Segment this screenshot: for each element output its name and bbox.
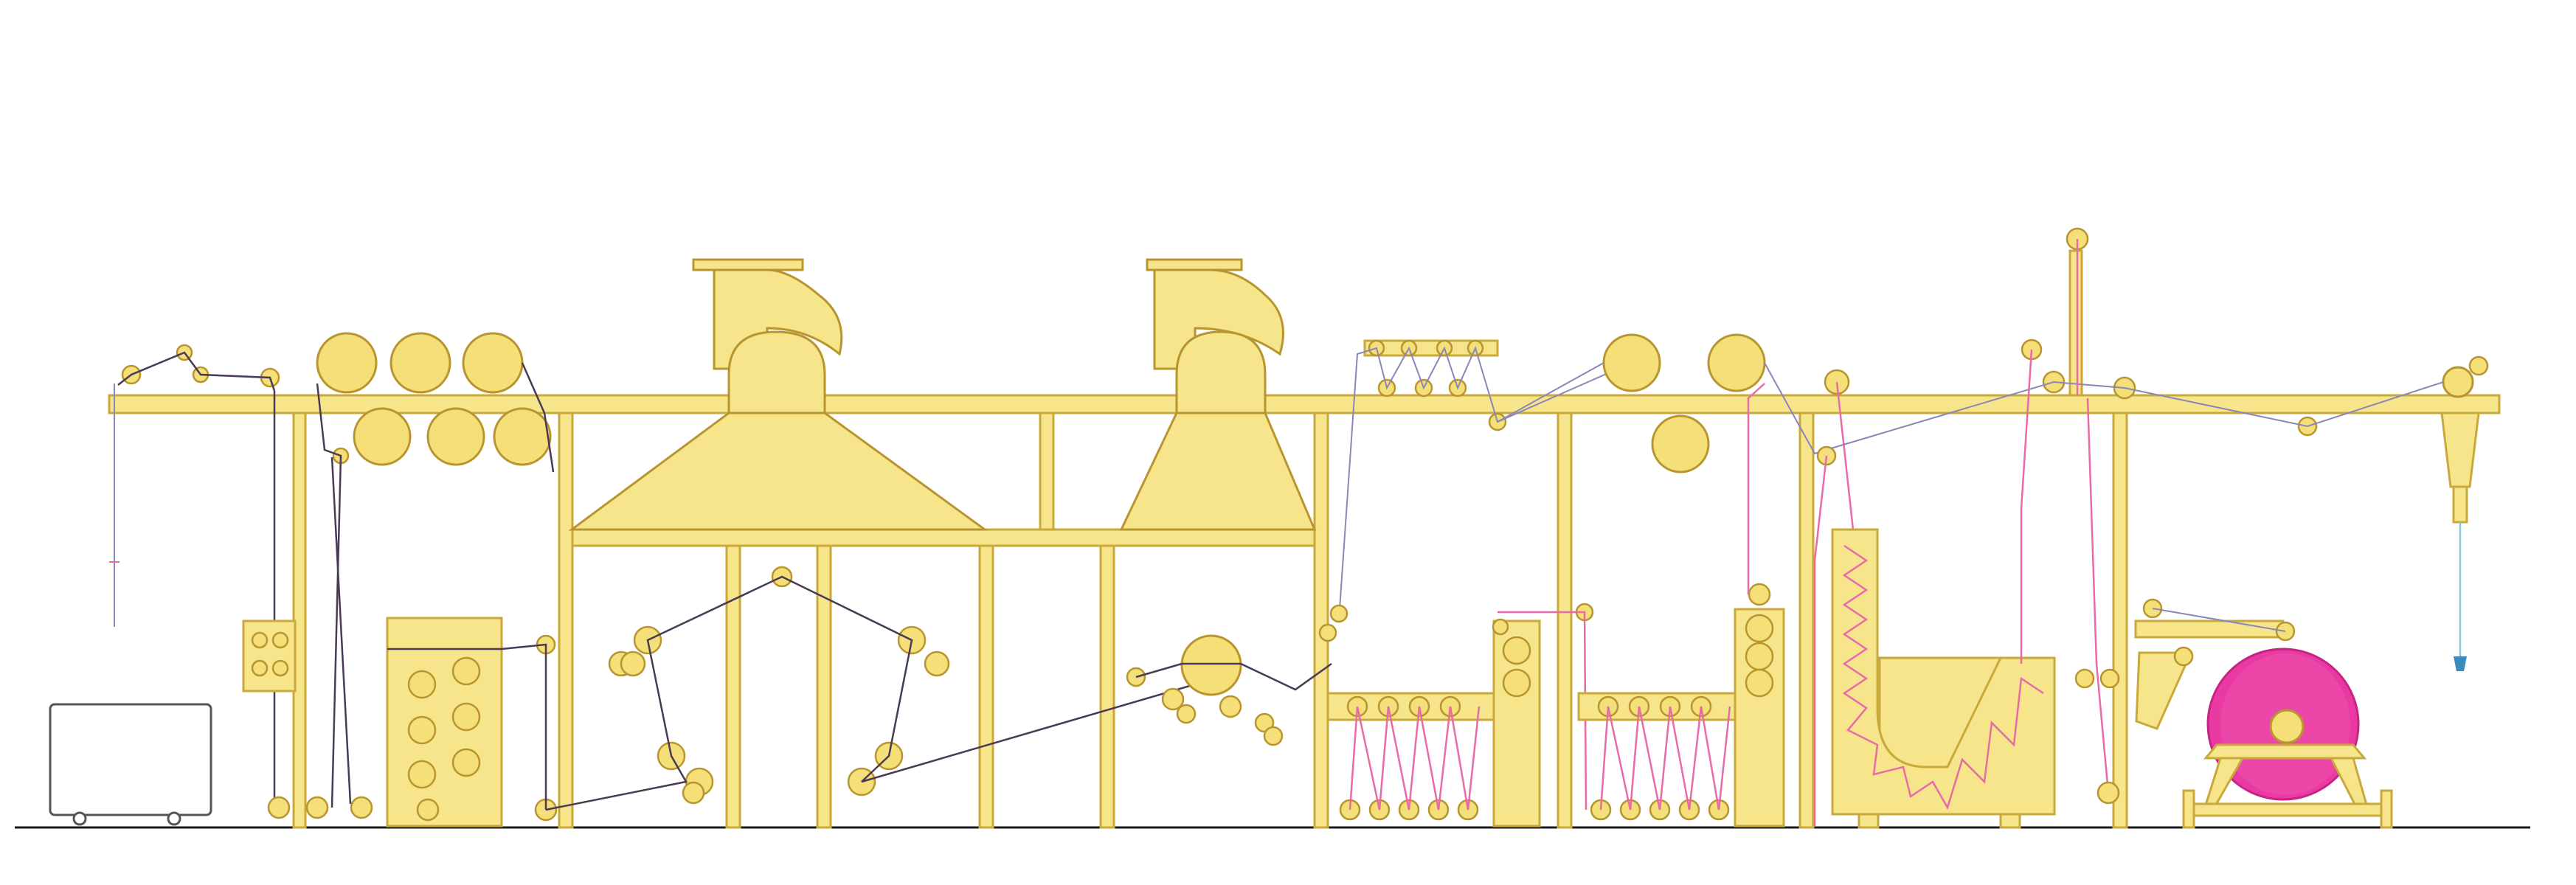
exhaust-hood-1 <box>568 258 988 531</box>
dosing-unit <box>242 620 297 693</box>
frame-columns <box>292 412 2128 829</box>
overhead-beam <box>108 394 2501 414</box>
mid-cylinders <box>1497 333 1832 473</box>
bottom-guide-rolls-entry <box>267 457 373 819</box>
washing-box-1 <box>1318 339 1610 827</box>
batching-unit <box>2134 598 2393 829</box>
feed-cart <box>49 703 212 826</box>
padder-rolls <box>273 332 555 813</box>
dryer-festoon <box>545 566 1203 811</box>
cooling-cylinders <box>1126 634 1332 746</box>
spray-nozzle <box>2440 412 2480 671</box>
j-box <box>1813 369 2056 829</box>
entry-guide-rolls <box>109 344 280 627</box>
pre-dryer-cabinet <box>386 617 558 827</box>
hood-support-beam <box>570 528 1318 547</box>
washing-box-2 <box>1577 383 1785 827</box>
exhaust-hood-2 <box>1119 258 1317 531</box>
overhead-return-frame <box>1830 227 2489 805</box>
